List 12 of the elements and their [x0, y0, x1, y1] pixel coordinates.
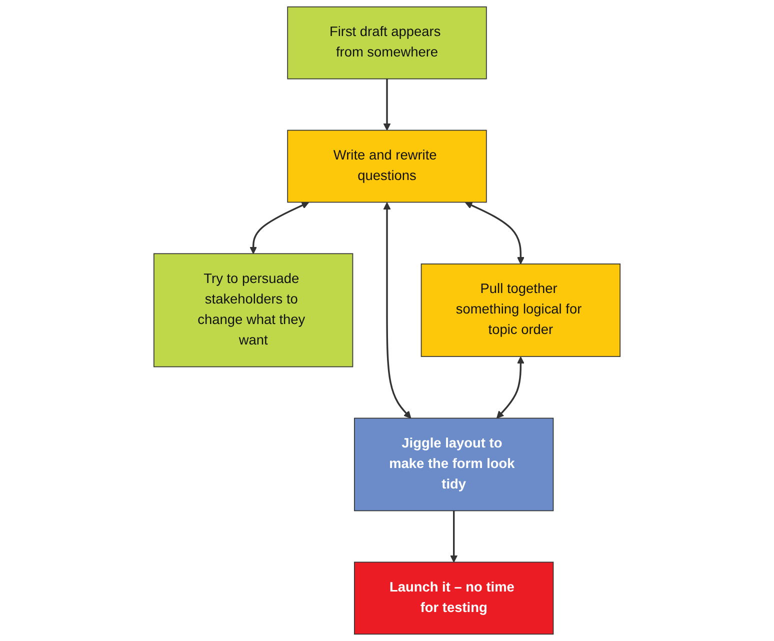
arrow: [464, 202, 524, 264]
arrow: [250, 202, 310, 254]
node-box: Jiggle layout to make the form look tidy: [354, 418, 554, 512]
node-box: Write and rewrite questions: [287, 130, 487, 203]
arrow: [450, 510, 458, 562]
node-box: First draft appears from somewhere: [287, 6, 487, 80]
node-box: Launch it – no time for testing: [354, 562, 554, 635]
arrow: [383, 78, 391, 131]
arrow: [383, 202, 412, 419]
node-box: Pull together something logical for topic order: [420, 264, 621, 357]
node-box: Try to persuade stakeholders to change what they want: [153, 253, 354, 368]
arrow: [496, 356, 524, 419]
